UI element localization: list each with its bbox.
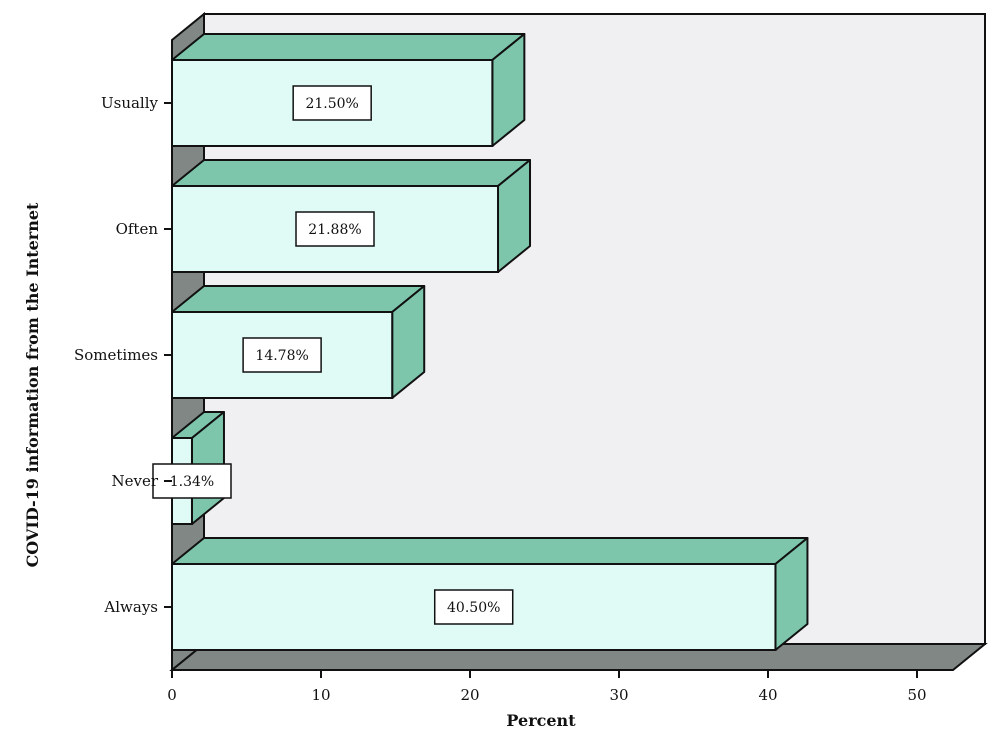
bar-top bbox=[171, 159, 532, 187]
bars: 21.50% 21.88% 14.78% 1.34% 40.50% bbox=[152, 33, 809, 651]
y-tick-label: Usually bbox=[101, 94, 159, 112]
x-tick-label: 50 bbox=[907, 686, 926, 704]
x-tick-label: 30 bbox=[609, 686, 628, 704]
data-label: 1.34% bbox=[170, 474, 214, 490]
bar-top bbox=[171, 537, 809, 565]
bar-group: 21.88% bbox=[171, 159, 532, 273]
data-label-box bbox=[295, 211, 375, 247]
x-axis-title: Percent bbox=[506, 711, 576, 730]
data-label-box bbox=[242, 337, 322, 373]
bar-top bbox=[171, 33, 526, 61]
y-tick-label: Often bbox=[116, 220, 159, 238]
bar-group: 1.34% bbox=[152, 411, 232, 525]
x-tick-label: 40 bbox=[758, 686, 777, 704]
y-tick-label: Never bbox=[111, 472, 158, 490]
data-label-box bbox=[292, 85, 372, 121]
x-tick-label: 10 bbox=[311, 686, 330, 704]
y-tick-label: Sometimes bbox=[74, 346, 158, 364]
y-axis-title: COVID-19 information from the Internet bbox=[23, 202, 42, 567]
bar-group: 14.78% bbox=[171, 285, 426, 399]
x-tick-label: 0 bbox=[167, 686, 177, 704]
y-tick-label: Always bbox=[103, 598, 158, 616]
data-label-box bbox=[433, 589, 514, 625]
bar-group: 40.50% bbox=[171, 537, 809, 651]
bar-top bbox=[171, 285, 426, 313]
data-label: 21.50% bbox=[305, 96, 358, 112]
bar-group: 21.50% bbox=[171, 33, 526, 147]
data-label: 21.88% bbox=[308, 222, 361, 238]
data-label: 40.50% bbox=[447, 600, 500, 616]
data-label: 14.78% bbox=[255, 348, 308, 364]
x-tick-label: 20 bbox=[460, 686, 479, 704]
